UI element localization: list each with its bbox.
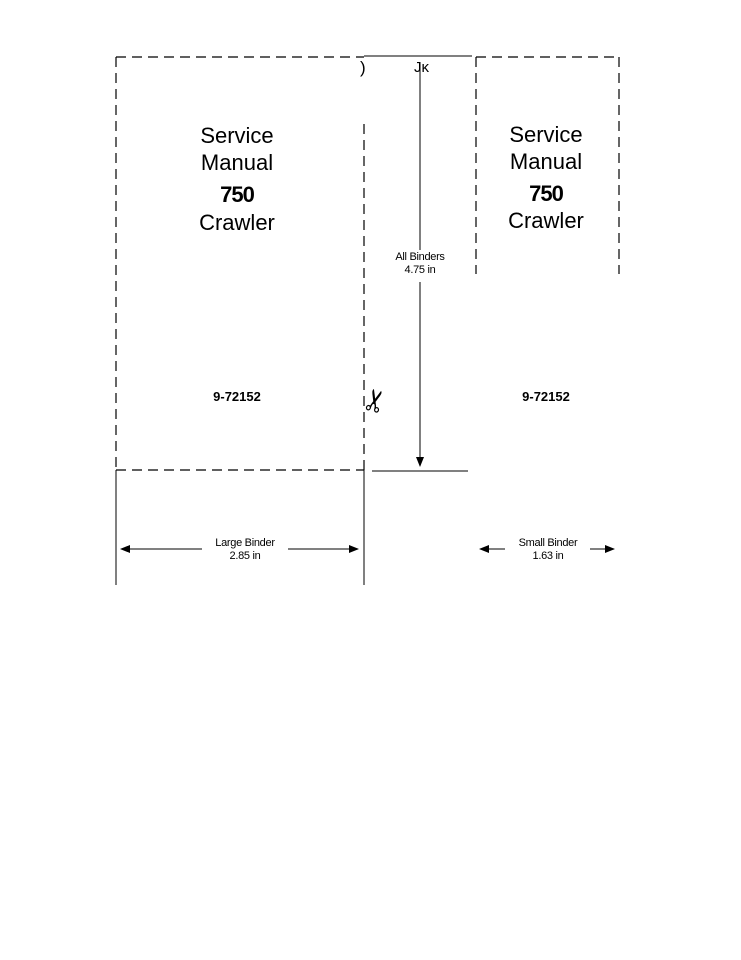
small-binder-value: 1.63 in: [532, 550, 564, 562]
small-binder-label: Small Binder 1.63 in: [504, 537, 592, 563]
all-binders-value: 4.75 in: [404, 264, 436, 276]
small-binder-label-text: Small Binder: [518, 537, 578, 549]
large-binder-label-text: Large Binder: [215, 537, 275, 549]
large-binder-value: 2.85 in: [229, 550, 261, 562]
large-spine-line1: Service: [200, 123, 274, 148]
small-spine-model: 750: [529, 181, 564, 206]
small-spine-line1: Service: [509, 122, 583, 147]
jk-mark: Jĸ: [414, 59, 429, 76]
large-binder-border: [115, 56, 365, 471]
large-binder-label: Large Binder 2.85 in: [200, 537, 290, 563]
large-spine-line2: Manual: [200, 150, 274, 175]
all-binders-label-text: All Binders: [395, 251, 445, 263]
solid-guides: [115, 55, 472, 585]
small-spine-line2: Manual: [509, 149, 583, 174]
small-binder-border: [475, 56, 620, 274]
all-binders-label: All Binders 4.75 in: [380, 251, 460, 277]
large-spine-part-number: 9-72152: [213, 389, 261, 404]
large-spine-line3: Crawler: [199, 210, 275, 235]
small-spine-part-number: 9-72152: [522, 389, 570, 404]
small-spine-line3: Crawler: [508, 208, 584, 233]
large-spine-model: 750: [220, 182, 255, 207]
paren-mark: ): [360, 58, 366, 77]
